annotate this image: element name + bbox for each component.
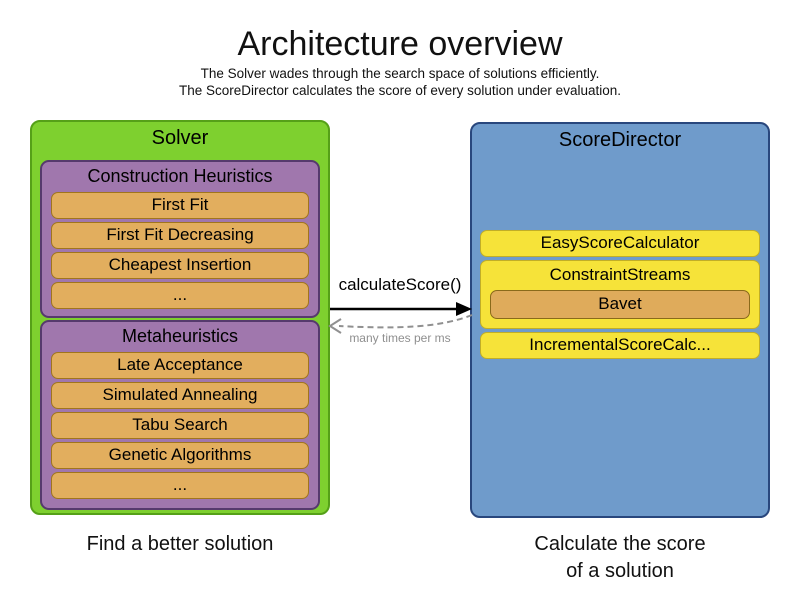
metaheuristic-item-ellipsis: ... [51, 472, 309, 499]
metaheuristics-group: Metaheuristics Late Acceptance Simulated… [40, 320, 320, 510]
metaheuristic-item: Simulated Annealing [51, 382, 309, 409]
constraint-streams: ConstraintStreams Bavet [480, 260, 760, 329]
many-times-label: many times per ms [349, 331, 451, 345]
metaheuristic-item: Tabu Search [51, 412, 309, 439]
score-director-caption: Calculate the score of a solution [470, 531, 770, 585]
solver-caption: Find a better solution [86, 533, 274, 555]
score-director-caption-line-2: of a solution [566, 560, 674, 582]
call-return-arrows [328, 302, 473, 334]
bavet-engine: Bavet [490, 290, 750, 319]
calculator-stack: EasyScoreCalculator ConstraintStreams Ba… [480, 230, 760, 359]
metaheuristic-item: Late Acceptance [51, 352, 309, 379]
heuristic-item: First Fit [51, 192, 309, 219]
page-title: Architecture overview [237, 25, 563, 63]
heuristic-item-ellipsis: ... [51, 282, 309, 309]
subtitle-line-2: The ScoreDirector calculates the score o… [179, 83, 621, 98]
constraint-streams-title: ConstraintStreams [549, 265, 691, 284]
metaheuristic-item: Genetic Algorithms [51, 442, 309, 469]
construction-heuristics-group: Construction Heuristics First Fit First … [40, 160, 320, 318]
incremental-score-calculator: IncrementalScoreCalc... [480, 332, 760, 359]
heuristic-item: First Fit Decreasing [51, 222, 309, 249]
score-director-box: ScoreDirector EasyScoreCalculator Constr… [470, 122, 770, 518]
return-arrow [328, 314, 473, 334]
calculate-score-label: calculateScore() [338, 275, 462, 294]
score-director-caption-line-1: Calculate the score [534, 533, 706, 555]
subtitle-line-1: The Solver wades through the search spac… [200, 66, 600, 81]
construction-heuristics-title: Construction Heuristics [87, 166, 273, 186]
calculate-score-arrow [330, 302, 472, 316]
easy-score-calculator: EasyScoreCalculator [480, 230, 760, 257]
metaheuristics-title: Metaheuristics [121, 326, 239, 346]
score-director-box-title: ScoreDirector [558, 129, 682, 151]
solver-box: Solver Construction Heuristics First Fit… [30, 120, 330, 515]
heuristic-item: Cheapest Insertion [51, 252, 309, 279]
solver-box-title: Solver [151, 127, 209, 149]
